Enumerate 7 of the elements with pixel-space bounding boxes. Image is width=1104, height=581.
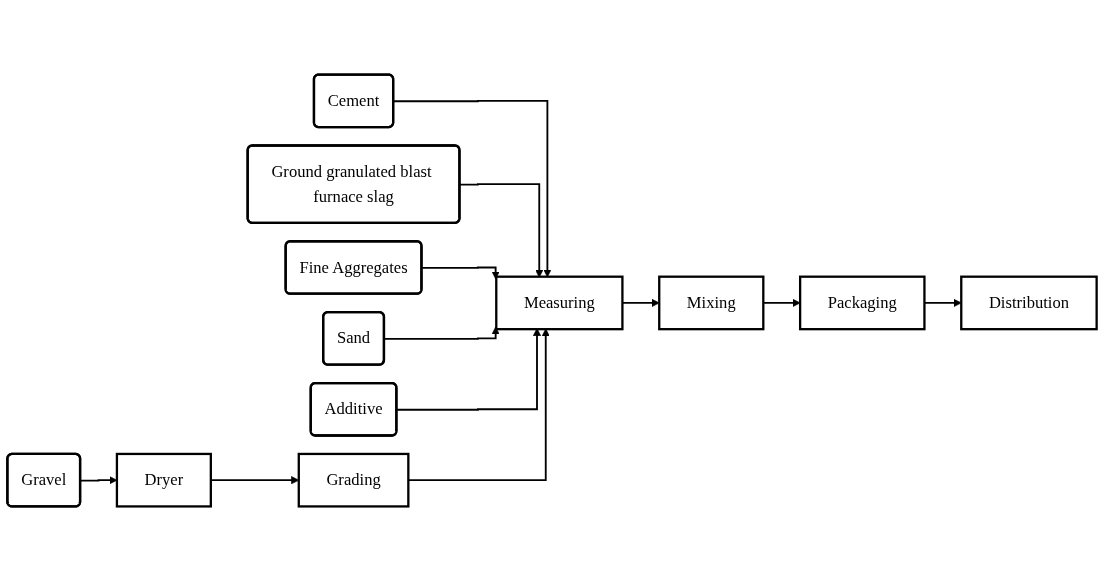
- node-box: Measuring: [495, 275, 624, 331]
- arrow: [421, 266, 500, 280]
- node-box: Packaging: [799, 275, 926, 331]
- node-box: Mixing: [658, 275, 765, 331]
- node-box: Distribution: [960, 275, 1098, 331]
- node-box: Dryer: [115, 452, 212, 508]
- node-box: Grading: [297, 452, 410, 508]
